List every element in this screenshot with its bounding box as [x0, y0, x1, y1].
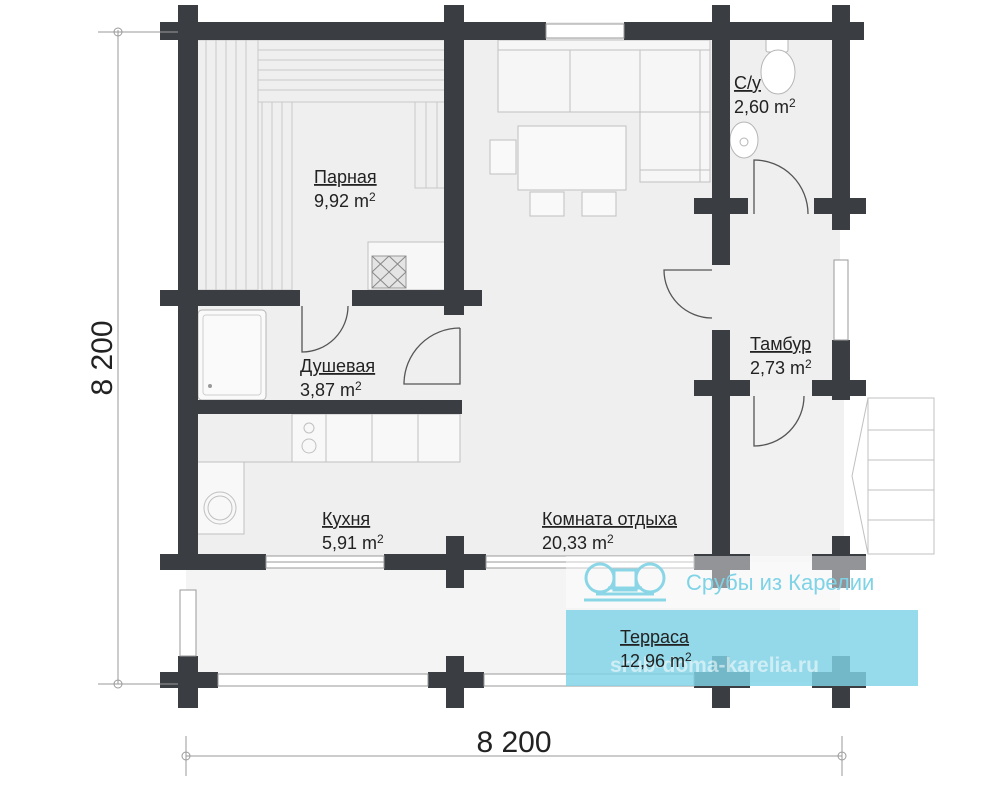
dimension-vertical	[98, 27, 178, 689]
kitchen-counter	[195, 413, 461, 535]
room-label-lounge: Комната отдыха 20,33 m2	[542, 509, 678, 553]
svg-text:20,33 m2: 20,33 m2	[542, 532, 614, 553]
terrace-stairs	[851, 397, 935, 555]
watermark: Срубы из Карелии srub-doma-karelia.ru	[566, 556, 920, 686]
svg-text:2,60 m2: 2,60 m2	[734, 96, 796, 117]
dimension-horizontal	[181, 736, 847, 776]
svg-text:Парная: Парная	[314, 167, 377, 187]
room-label-shower: Душевая 3,87 m2	[300, 356, 375, 400]
sauna-bench	[195, 39, 449, 291]
room-label-wc: С/у 2,60 m2	[734, 73, 796, 117]
entry-floor	[726, 390, 844, 562]
svg-text:9,92 m2: 9,92 m2	[314, 190, 376, 211]
svg-text:С/у: С/у	[734, 73, 761, 93]
dining-table	[489, 125, 627, 217]
svg-text:Тамбур: Тамбур	[750, 334, 811, 354]
room-label-vestibule: Тамбур 2,73 m2	[750, 334, 812, 378]
room-label-terrace: Терраса 12,96 m2	[620, 627, 692, 671]
svg-text:5,91 m2: 5,91 m2	[322, 532, 384, 553]
height-dimension: 8 200	[86, 320, 119, 395]
doors	[301, 159, 809, 447]
svg-text:Терраса: Терраса	[620, 627, 690, 647]
svg-text:3,87 m2: 3,87 m2	[300, 379, 362, 400]
width-dimension: 8 200	[476, 726, 551, 759]
toilet	[760, 37, 796, 95]
corner-sofa	[497, 39, 711, 183]
room-label-steam-room: Парная 9,92 m2	[314, 167, 377, 211]
svg-text:Комната отдыха: Комната отдыха	[542, 509, 678, 529]
stove	[367, 241, 447, 291]
sink	[729, 121, 759, 159]
room-label-kitchen: Кухня 5,91 m2	[322, 509, 384, 553]
watermark-band	[566, 610, 918, 686]
svg-text:Кухня: Кухня	[322, 509, 370, 529]
watermark-logo-icon	[584, 562, 666, 602]
svg-text:Душевая: Душевая	[300, 356, 375, 376]
svg-text:12,96 m2: 12,96 m2	[620, 650, 692, 671]
watermark-url: srub-doma-karelia.ru	[610, 654, 819, 677]
shower-tray	[197, 309, 267, 401]
svg-text:2,73 m2: 2,73 m2	[750, 357, 812, 378]
watermark-brand: Срубы из Карелии	[686, 570, 874, 595]
